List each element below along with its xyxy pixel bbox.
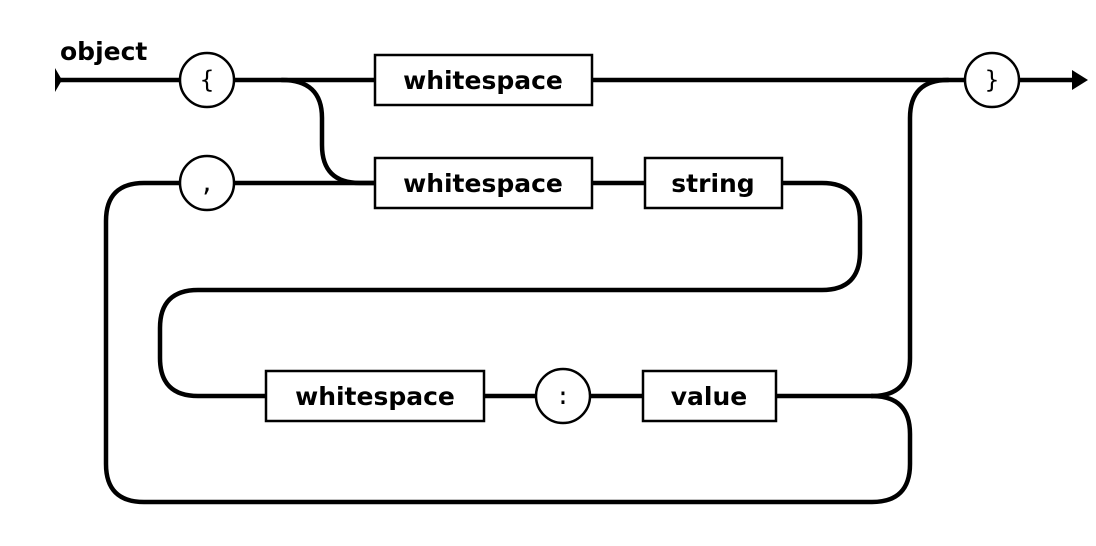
end-arrow (1072, 70, 1088, 90)
close-brace-label: } (985, 66, 999, 94)
close-brace-terminal: } (963, 51, 1021, 109)
colon-label: : (556, 382, 570, 410)
colon-terminal: : (534, 367, 592, 425)
diagram-title: object (60, 37, 147, 66)
whitespace-label-middle: whitespace (403, 169, 563, 198)
comma-terminal: , (178, 154, 236, 212)
whitespace-label-top: whitespace (403, 66, 563, 95)
whitespace-label-bottom: whitespace (295, 382, 455, 411)
diagram-tracks (55, 68, 1088, 505)
value-box: value (641, 369, 778, 423)
value-to-close-brace-track (869, 77, 951, 399)
value-loop-to-comma-track (103, 180, 913, 505)
string-to-bottom-row-track (157, 180, 863, 399)
whitespace-box-top: whitespace (373, 53, 594, 107)
members-branch-track (279, 77, 378, 186)
open-brace-terminal: { (178, 51, 236, 109)
value-label: value (671, 382, 748, 411)
comma-label: , (200, 169, 214, 197)
start-marker (55, 68, 62, 92)
open-brace-label: { (200, 66, 214, 94)
string-label: string (671, 169, 754, 198)
string-box: string (643, 156, 784, 210)
whitespace-box-middle: whitespace (373, 156, 594, 210)
whitespace-box-bottom: whitespace (264, 369, 486, 423)
